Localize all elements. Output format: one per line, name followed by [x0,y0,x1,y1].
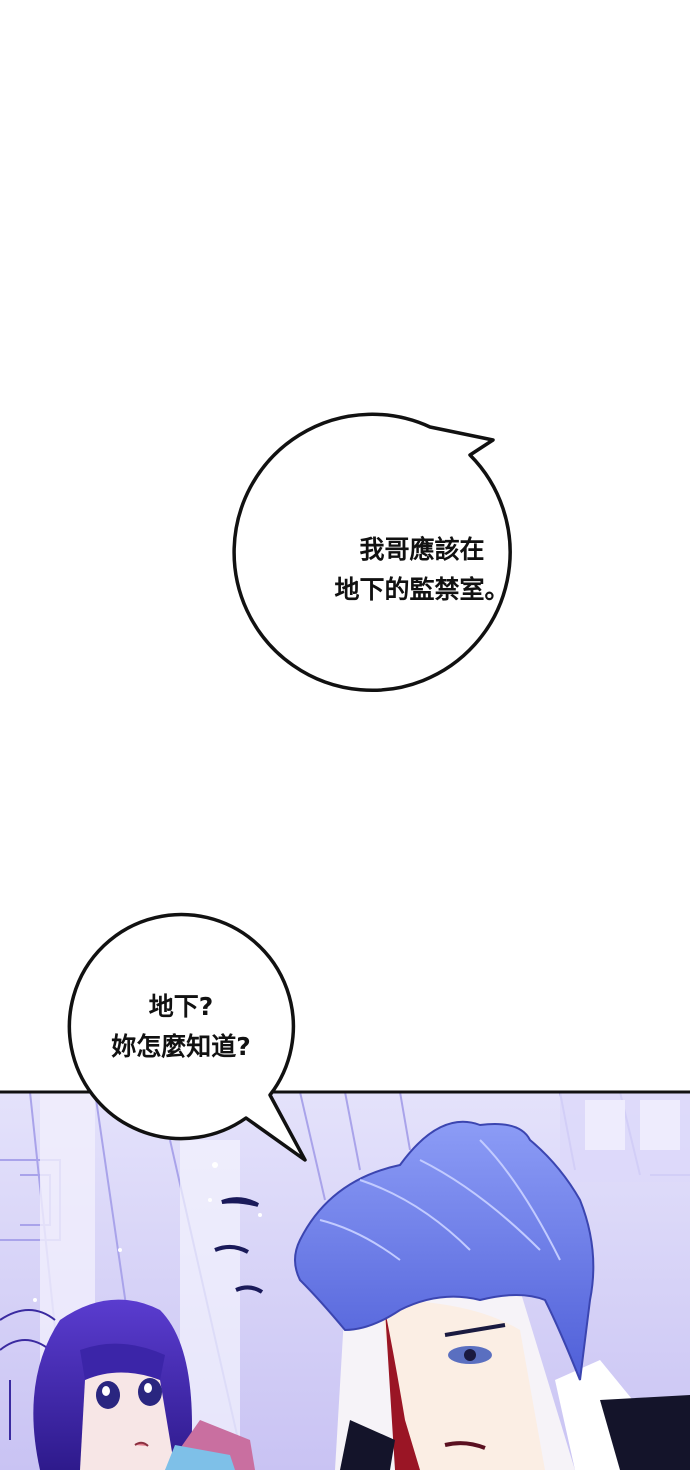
speech-bubble-top [232,412,512,692]
bottom-panel [0,1092,690,1470]
dash-lines-icon [214,1197,264,1294]
speech-text-top-line1: 我哥應該在 [359,535,485,564]
speech-text-bottom-line2: 妳怎麼知道? [111,1032,251,1061]
sparkles [33,1162,262,1302]
speech-text-top: 我哥應該在 地下的監禁室。 [322,530,522,610]
speech-bubble-bottom [67,912,307,1162]
speech-text-top-line2: 地下的監禁室。 [334,575,510,604]
speech-text-bottom-line1: 地下? [148,992,214,1021]
girl-character [33,1299,255,1470]
man-character [294,1120,690,1470]
speech-text-bottom: 地下? 妳怎麼知道? [96,987,266,1067]
